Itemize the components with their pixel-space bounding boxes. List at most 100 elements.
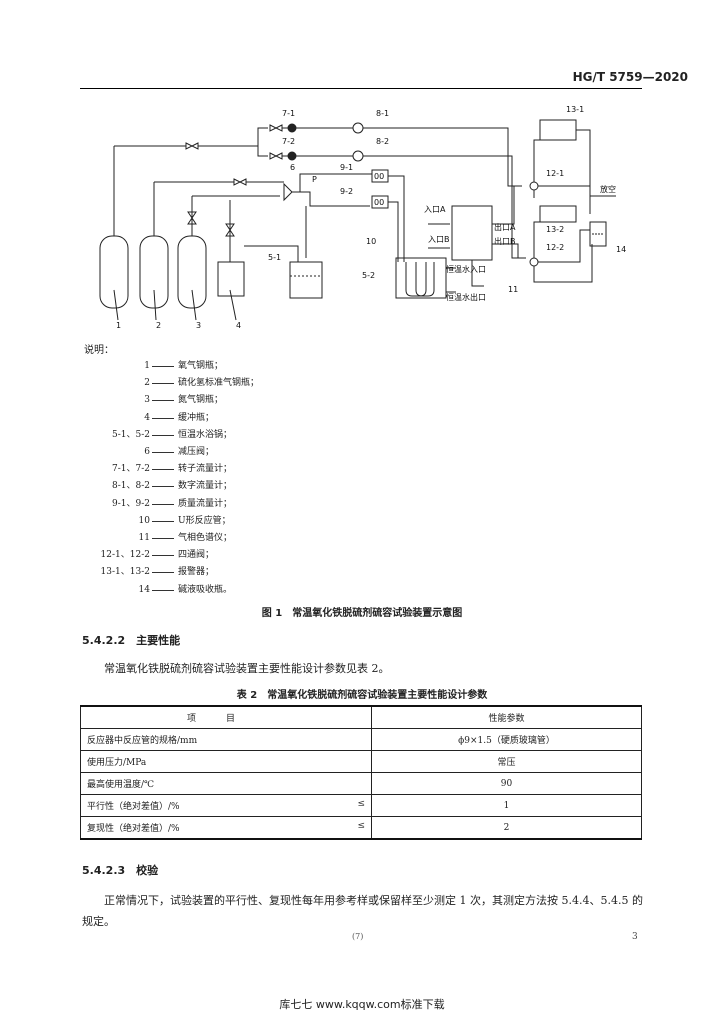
legend-item: 7-1、7-2 转子流量计；: [84, 463, 384, 475]
legend-item-number: 12-1、12-2: [100, 550, 150, 561]
table-cell-item: 平行性（绝对差值）/%≤: [80, 794, 372, 817]
legend-item-number: 8-1、8-2: [112, 481, 150, 492]
legend-item-number: 10: [138, 515, 150, 526]
label-gc-11: 11: [508, 285, 518, 294]
section-heading-5422: 5.4.2.2 主要性能: [82, 634, 181, 647]
label-digital-8-1: 8-1: [376, 109, 389, 118]
section-paragraph-5422: 常温氧化铁脱硫剂硫容试验装置主要性能设计参数见表 2。: [104, 662, 390, 675]
legend-item-number: 2: [144, 378, 150, 389]
legend-item-dash: [152, 538, 174, 539]
cylinder-3: [177, 235, 207, 309]
fourway-valve-12-1: [529, 181, 539, 191]
label-mass-9-2: 9-2: [340, 187, 353, 196]
legend-item-dash: [152, 572, 174, 574]
table-cell-value: 常压: [371, 750, 642, 773]
page-number: 3: [632, 932, 638, 942]
label-p: P: [312, 175, 317, 184]
legend-item: 14 碱液吸收瓶。: [84, 584, 384, 596]
fourway-valve-12-2: [529, 257, 539, 267]
reducer-valve-6: [283, 182, 293, 202]
buffer-bottle-4: [217, 261, 245, 297]
legend-item: 4 缓冲瓶；: [84, 412, 384, 424]
legend-item-dash: [152, 503, 174, 505]
legend-item-desc: 气相色谱仪；: [178, 533, 233, 543]
legend-item-desc: 硫化氢标准气钢瓶；: [178, 378, 260, 389]
label-water-in: 恒温水入口: [446, 264, 486, 274]
label-inlet-a: 入口A: [424, 205, 446, 214]
legend-item-desc: 氮气钢瓶；: [178, 395, 224, 406]
legend-item-desc: 转子流量计；: [178, 464, 233, 475]
digital-meter-8-2: [352, 150, 364, 162]
section-heading-5423: 5.4.2.3 校验: [82, 864, 159, 877]
label-bath-5-1: 5-1: [268, 253, 281, 262]
label-cylinder-2: 2: [156, 321, 161, 330]
table-caption: 表 2 常温氧化铁脱硫剂硫容试验装置主要性能设计参数: [236, 690, 488, 701]
legend-item-desc: 减压阀；: [178, 447, 215, 457]
table-row: 平行性（绝对差值）/%≤1: [80, 794, 642, 817]
legend-item-dash: [152, 520, 174, 522]
u-tube-10: [405, 262, 427, 297]
footer-site-text: 库七七 www.kqqw.com标准下载: [279, 998, 445, 1011]
label-rotameter-7-2: 7-2: [282, 137, 295, 146]
legend-item-number: 4: [144, 412, 150, 423]
table-item-label: 复现性（绝对差值）/%: [87, 824, 180, 834]
legend-heading: 说明：: [84, 345, 114, 356]
table-row: 复现性（绝对差值）/%≤2: [80, 816, 642, 840]
alarm-13-1: [539, 119, 577, 141]
table-header-row: 项目 性能参数: [80, 705, 642, 729]
table-cell-item: 反应器中反应管的规格/mm: [80, 728, 372, 751]
table-header-item: 项目: [80, 705, 372, 729]
legend-item-number: 14: [138, 584, 150, 595]
symbol-mass-9-2: 00: [374, 198, 384, 207]
label-cylinder-3: 3: [196, 321, 201, 330]
table-row: 最高使用温度/℃ 90: [80, 772, 642, 795]
legend-item-dash: [152, 452, 174, 453]
legend-item-number: 6: [144, 447, 150, 457]
legend-item-number: 7-1、7-2: [112, 464, 150, 475]
header-rule: [80, 88, 642, 89]
label-fourway-12-1: 12-1: [546, 169, 564, 178]
legend-item-desc: 碱液吸收瓶。: [178, 584, 233, 595]
table-header-value: 性能参数: [371, 705, 642, 729]
label-water-out: 恒温水出口: [446, 292, 486, 302]
label-outlet-a: 出口A: [494, 222, 516, 232]
table-item-comparator: ≤: [357, 821, 365, 831]
legend-item-dash: [152, 417, 174, 419]
legend-item-desc: 缓冲瓶；: [178, 412, 215, 423]
table-cell-item: 复现性（绝对差值）/% ≤: [80, 816, 372, 840]
legend-item: 10 U形反应管；: [84, 515, 384, 527]
legend-item-dash: [152, 469, 174, 471]
legend-item-dash: [152, 383, 174, 385]
label-rotameter-7-1: 7-1: [282, 109, 295, 118]
legend-item-number: 3: [144, 395, 150, 406]
legend-item-dash: [152, 400, 174, 402]
cylinder-group: [99, 146, 237, 321]
legend-item-desc: 恒温水浴锅；: [178, 429, 233, 440]
table-item-label: 最高使用温度/℃: [87, 780, 155, 790]
table-cell-value: ϕ9×1.5（硬质玻璃管）: [371, 728, 642, 751]
table-cell-value: 90: [371, 772, 642, 795]
legend-item-desc: 氧气钢瓶；: [178, 361, 224, 371]
legend-item-desc: 报警器；: [178, 567, 215, 578]
apparatus-diagram: 1 2 3 4 5-1 5-2 6 P 7-1 7-2 8-1 8-2 9-1 …: [99, 105, 626, 330]
label-cylinder-1: 1: [116, 321, 121, 330]
legend-item-desc: U形反应管；: [178, 515, 231, 526]
legend-item: 3 氮气钢瓶；: [84, 394, 384, 406]
label-utube-10: 10: [366, 237, 376, 246]
legend-item-dash: [152, 589, 174, 591]
label-outlet-b: 出口B: [494, 236, 516, 246]
digital-meter-8-1: [352, 122, 364, 134]
label-inlet-b: 入口B: [428, 235, 450, 244]
table-item-label: 平行性（绝对差值）/%: [87, 802, 180, 812]
label-digital-8-2: 8-2: [376, 137, 389, 146]
table-item-label: 反应器中反应管的规格/mm: [87, 736, 198, 746]
legend-item: 2 硫化氢标准气钢瓶；: [84, 377, 384, 389]
alarm-13-2: [539, 205, 577, 223]
standard-code: HG/T 5759—2020: [572, 70, 688, 84]
